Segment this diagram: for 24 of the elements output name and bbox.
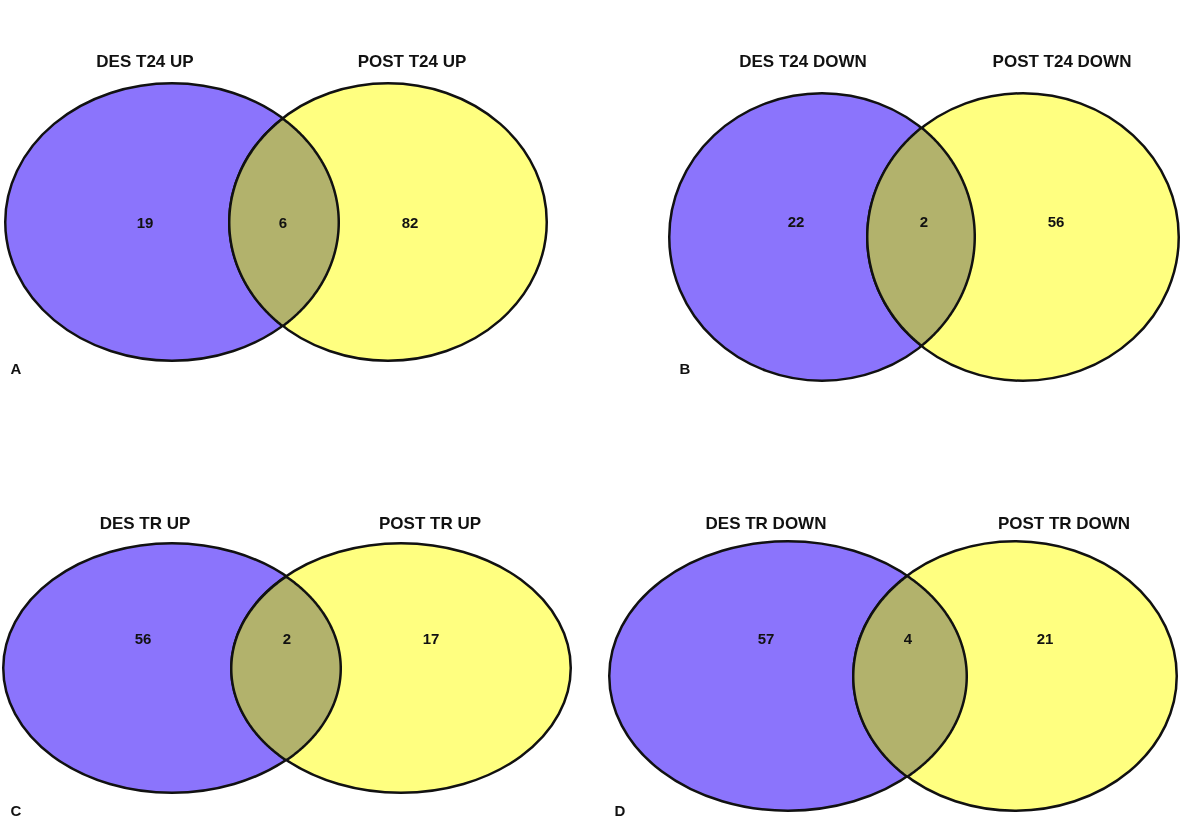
count-label: 56 [134, 629, 152, 647]
set-title: DES T24 DOWN [739, 52, 867, 72]
panel-letter: A [10, 359, 22, 377]
count-label: 22 [787, 212, 805, 230]
set-title: POST TR UP [379, 514, 481, 534]
count-label: 17 [422, 629, 440, 647]
count-label: 21 [1036, 629, 1054, 647]
panel-letter: B [679, 359, 691, 377]
panel-letter: C [10, 801, 22, 819]
count-label: 57 [757, 629, 775, 647]
set-title: POST T24 UP [357, 52, 467, 72]
count-label: 19 [136, 213, 154, 231]
count-label: 2 [282, 629, 292, 647]
count-label: 82 [401, 213, 419, 231]
set-title: POST T24 DOWN [992, 52, 1132, 72]
set-title: DES TR DOWN [705, 514, 827, 534]
set-title: POST TR DOWN [997, 514, 1131, 534]
panel-letter: D [614, 801, 626, 819]
count-label: 56 [1047, 212, 1065, 230]
count-label: 4 [903, 629, 913, 647]
set-title: DES TR UP [99, 514, 191, 534]
set-title: DES T24 UP [96, 52, 194, 72]
count-label: 6 [278, 213, 288, 231]
count-label: 2 [919, 212, 929, 230]
